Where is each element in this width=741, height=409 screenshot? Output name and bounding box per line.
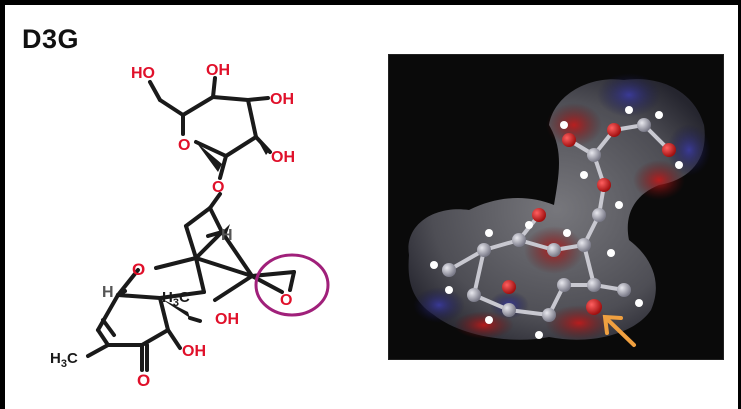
label-oh-ring: OH bbox=[271, 149, 295, 166]
label-h-upper: H bbox=[221, 227, 233, 244]
epoxide-highlight-circle bbox=[254, 253, 330, 317]
label-h3c-left: H3C bbox=[50, 350, 78, 370]
label-oh-ch2: OH bbox=[215, 311, 239, 328]
label-epoxide-o: O bbox=[280, 292, 292, 309]
orange-arrow-icon bbox=[602, 314, 636, 347]
chemical-structure: HO OH OH OH O O O H H H3C OH OH H3C O O bbox=[50, 62, 330, 390]
label-oh-top: OH bbox=[206, 62, 230, 79]
label-ketone-o: O bbox=[137, 371, 150, 390]
figure-title: D3G bbox=[22, 24, 80, 54]
molecular-model-panel bbox=[388, 54, 724, 360]
ball-and-stick-model bbox=[430, 106, 683, 339]
label-ring-o: O bbox=[178, 137, 190, 154]
space-filling-surface bbox=[408, 73, 711, 347]
label-oh-right: OH bbox=[270, 91, 294, 108]
label-oh-lower: OH bbox=[182, 343, 206, 360]
label-link-o: O bbox=[212, 179, 224, 196]
label-h3c-mid: H3C bbox=[162, 289, 190, 309]
label-pyran-o: O bbox=[132, 260, 145, 279]
label-ho-top: HO bbox=[131, 65, 155, 82]
label-h-left: H bbox=[102, 284, 114, 301]
